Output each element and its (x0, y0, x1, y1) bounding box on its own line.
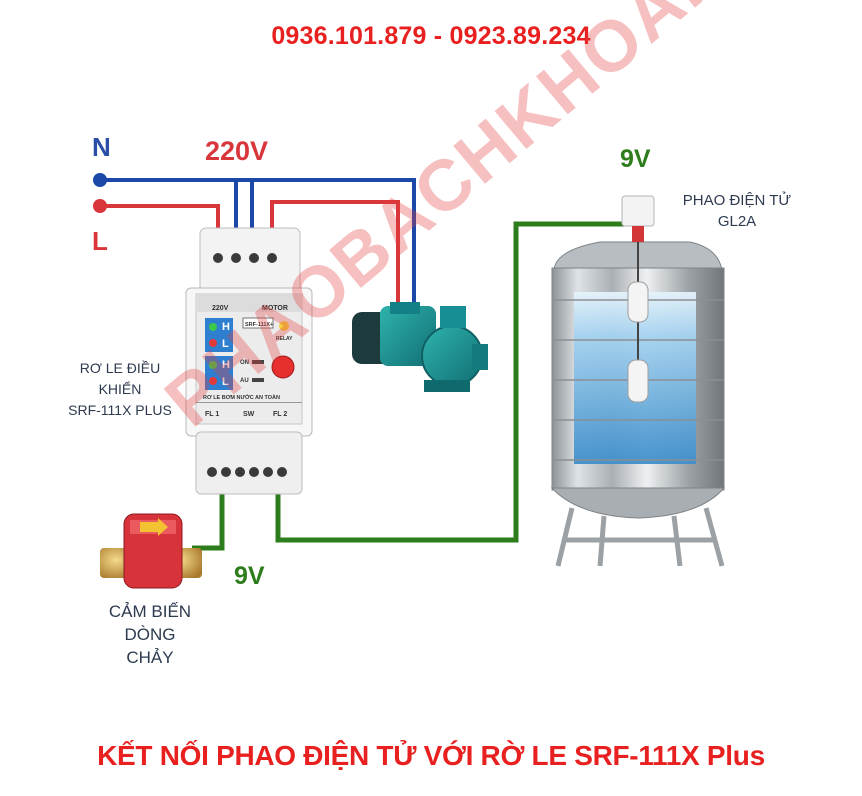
float-voltage-label: 9V (620, 145, 651, 173)
relay-sw: SW (243, 411, 255, 418)
live-terminal-dot (93, 199, 107, 213)
relay-brand-text: RƠ LE BƠM NƯỚC AN TOÀN (203, 393, 280, 401)
relay-supply-label: 220V (212, 305, 229, 312)
relay-caption-line: KHIỂN (98, 381, 142, 397)
relay-caption-line: SRF-111X PLUS (68, 402, 172, 418)
relay-led-label: RELAY (276, 336, 293, 342)
indicator-h-top: H (222, 321, 230, 333)
float-caption: PHAO ĐIỆN TỬ GL2A (662, 190, 812, 232)
signal-wire (192, 221, 640, 551)
relay-on-label: ON (240, 360, 249, 366)
flow-caption-line: CẢM BIẾN (108, 602, 192, 621)
neutral-terminal-dot (93, 173, 107, 187)
float-switch (621, 195, 655, 403)
relay-caption: RƠ LE ĐIỀU KHIỂN SRF-111X PLUS (60, 358, 180, 421)
relay-device (185, 227, 313, 495)
flow-caption-line: DÒNG (124, 625, 176, 644)
relay-fl1: FL 1 (205, 411, 219, 418)
indicator-l-top: L (222, 338, 229, 350)
relay-caption-line: RƠ LE ĐIỀU (79, 360, 161, 376)
indicator-l-bottom: L (222, 376, 229, 388)
neutral-label: N (92, 132, 111, 162)
flow-caption-line: CHẢY (126, 648, 174, 667)
indicator-h-bottom: H (222, 359, 230, 371)
sensor-voltage-label: 9V (234, 562, 265, 590)
relay-model: SRF-111X+ (245, 322, 273, 328)
flow-sensor-caption: CẢM BIẾN DÒNG CHẢY (95, 600, 205, 669)
relay-au-label: AU (240, 378, 249, 384)
phone-numbers: 0936.101.879 - 0923.89.234 (271, 22, 591, 50)
diagram-title: KẾT NỐI PHAO ĐIỆN TỬ VỚI RỜ LE SRF-111X … (97, 740, 765, 771)
water-pump (352, 302, 488, 392)
float-caption-line: GL2A (717, 213, 757, 230)
relay-fl2: FL 2 (273, 411, 287, 418)
flow-sensor (100, 513, 202, 589)
float-caption-line: PHAO ĐIỆN TỬ (682, 192, 792, 209)
supply-voltage-label: 220V (205, 136, 269, 166)
live-label: L (92, 226, 108, 256)
relay-motor-label: MOTOR (262, 305, 288, 312)
